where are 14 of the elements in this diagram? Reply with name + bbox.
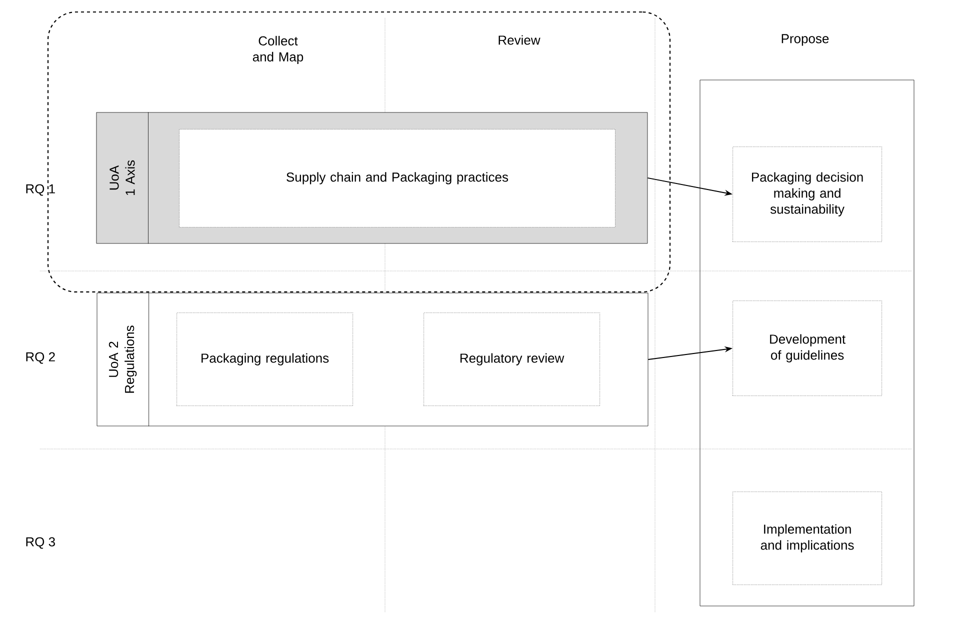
activity-box: Regulatory review	[424, 312, 600, 406]
dashed-group-outline	[47, 11, 671, 293]
activity-box: Implementation and implications	[732, 492, 882, 585]
column-heading: Propose	[782, 34, 829, 46]
row-label: RQ 1	[26, 184, 55, 196]
column-box	[700, 80, 914, 606]
column-heading: Review	[498, 35, 540, 45]
row-label: RQ 2	[26, 352, 55, 364]
activity-box: Packaging regulations	[176, 312, 353, 406]
activity-box: Supply chain and Packaging practices	[179, 129, 616, 228]
activity-box: Packaging decision making and sustainability	[732, 146, 882, 242]
column-heading: Collect and Map	[252, 36, 304, 64]
activity-box: Development of guidelines	[732, 300, 882, 396]
row-label: RQ 3	[26, 537, 55, 549]
